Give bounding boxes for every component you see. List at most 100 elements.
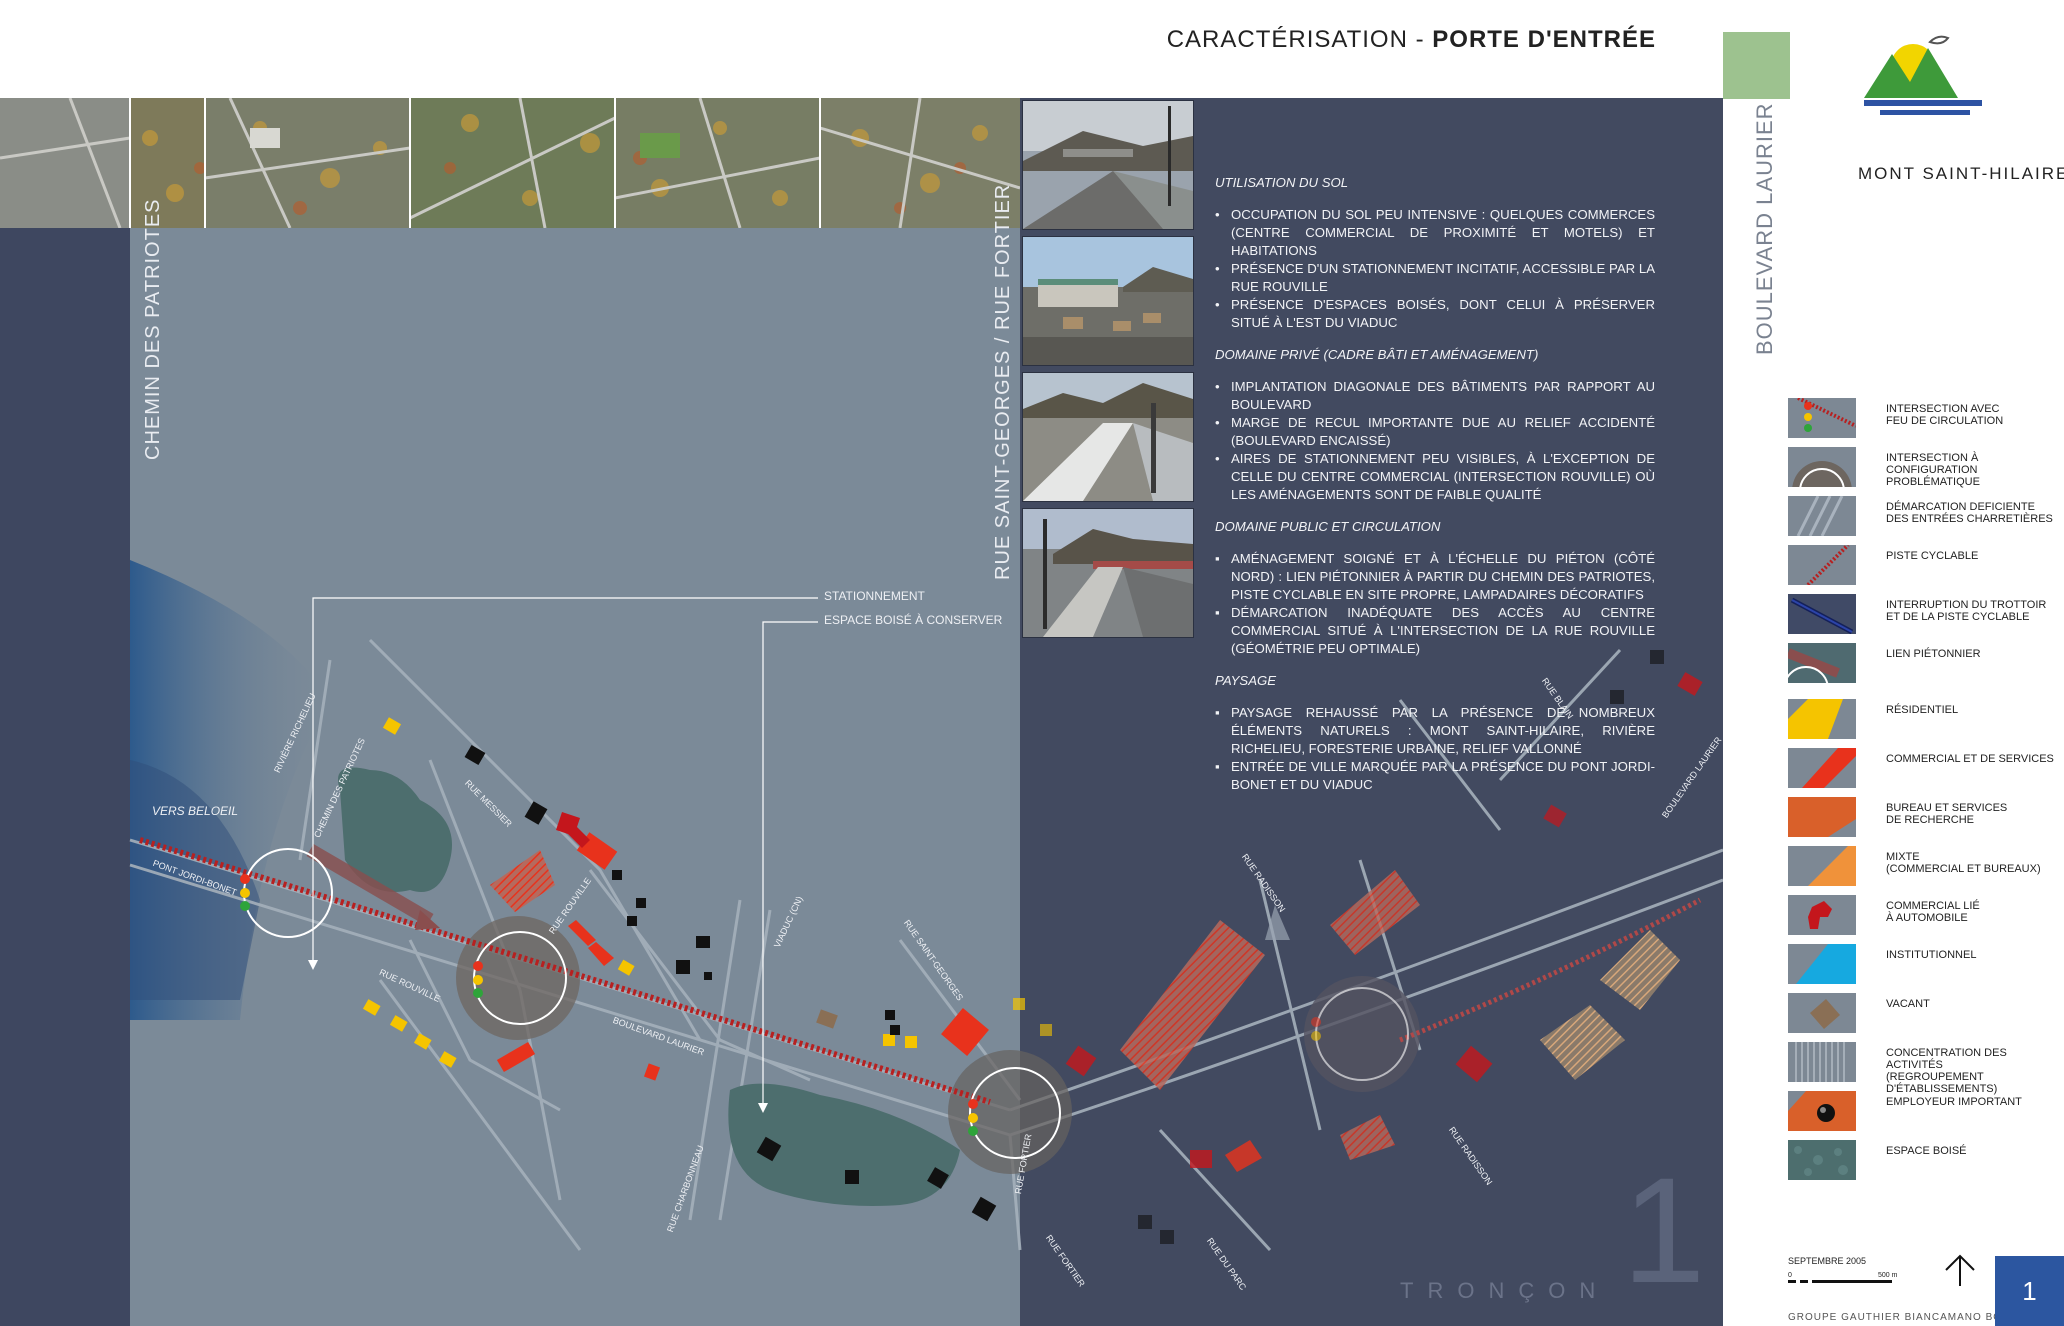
intersection-fortier-problem [948, 1050, 1072, 1174]
legend-item-woods: ESPACE BOISÉ [1788, 1137, 2064, 1183]
title-prefix: CARACTÉRISATION [1166, 26, 1408, 53]
office-swatch [1788, 797, 1856, 837]
map-arrow [1265, 905, 1290, 940]
wooded-areas [338, 767, 960, 1206]
vacant-lots [816, 1009, 838, 1029]
legend-label: ESPACE BOISÉ [1886, 1145, 1967, 1157]
legend-item-pedestrian-link: LIEN PIÉTONNIER [1788, 640, 2064, 686]
scale-bar [1788, 1280, 1892, 1283]
legend-item-vacant: VACANT [1788, 990, 2064, 1036]
concentration-area [1540, 1005, 1625, 1080]
scale-max: 500 m [1878, 1272, 1898, 1279]
legend-label: BUREAU ET SERVICES DE RECHERCHE [1886, 802, 2008, 826]
legend-item-office: BUREAU ET SERVICES DE RECHERCHE [1788, 794, 2064, 840]
list-item: AIRES DE STATIONNEMENT PEU VISIBLES, À L… [1215, 450, 1655, 504]
pedestrian-link [306, 843, 434, 927]
analysis-text: UTILISATION DU SOL OCCUPATION DU SOL PEU… [1215, 160, 1655, 794]
list-item: MARGE DE RECUL IMPORTANTE DUE AU RELIEF … [1215, 414, 1655, 450]
list-item: AMÉNAGEMENT SOIGNÉ ET À L'ÉCHELLE DU PIÉ… [1215, 550, 1655, 604]
page-title: CARACTÉRISATION - PORTE D'ENTRÉE [1100, 26, 1656, 54]
auto-commercial-buildings [556, 672, 1703, 1168]
site-map [129, 560, 1723, 1252]
credits: GROUPE GAUTHIER BIANCAMANO BOLDUC [1788, 1312, 2034, 1323]
traffic-light-icon [968, 1099, 978, 1136]
city-name: MONT SAINT-HILAIRE [1858, 164, 2064, 183]
legend-item-commercial: COMMERCIAL ET DE SERVICES [1788, 745, 2064, 791]
section-heading: PAYSAGE [1215, 673, 1277, 688]
concentration-area [490, 850, 555, 912]
legend-item-concentration: CONCENTRATION DES ACTIVITÉS (REGROUPEMEN… [1788, 1039, 2064, 1095]
traffic-light-icon [1788, 398, 1856, 438]
accent-square [1723, 32, 1790, 99]
legend-item-institutional: INSTITUTIONNEL [1788, 941, 2064, 987]
callout-lines [312, 597, 818, 1108]
legend-label: PISTE CYCLABLE [1886, 550, 1979, 562]
legend-item-problem-intersection: INTERSECTION À CONFIGURATION PROBLÉMATIQ… [1788, 444, 2064, 490]
photo-boulevard [1022, 508, 1194, 638]
problem-intersection-icon [1788, 447, 1856, 487]
north-arrow-icon [1945, 1254, 1975, 1286]
callout-parking: STATIONNEMENT [824, 589, 925, 603]
list-item: IMPLANTATION DIAGONALE DES BÂTIMENTS PAR… [1215, 378, 1655, 414]
section-number: 1 [1622, 1146, 1706, 1314]
callout-woods: ESPACE BOISÉ À CONSERVER [824, 613, 1003, 627]
legend-item-mixed: MIXTE (COMMERCIAL ET BUREAUX) [1788, 843, 2064, 889]
vertical-title: BOULEVARD LAURIER [1752, 102, 1777, 355]
section-list: PAYSAGE REHAUSSÉ PAR LA PRÉSENCE DE NOMB… [1215, 704, 1655, 794]
aerial-photo-strip [0, 98, 1020, 228]
legend-label: CONCENTRATION DES ACTIVITÉS (REGROUPEMEN… [1886, 1047, 2007, 1095]
bike-path-east [1399, 897, 1702, 1043]
legend-item-auto: COMMERCIAL LIÉ À AUTOMOBILE [1788, 892, 2064, 938]
legend-item-interruption: INTERRUPTION DU TROTTOIR ET DE LA PISTE … [1788, 591, 2064, 637]
entrance-demarcation-swatch [1788, 496, 1856, 536]
legend-label: DÉMARCATION DEFICIENTE DES ENTRÉES CHARR… [1886, 501, 2053, 525]
legend-label: EMPLOYEUR IMPORTANT [1886, 1096, 2022, 1108]
interruption-swatch [1788, 594, 1856, 634]
traffic-light-icon [1311, 1017, 1321, 1041]
section-list: IMPLANTATION DIAGONALE DES BÂTIMENTS PAR… [1215, 378, 1655, 504]
river-shadow [130, 760, 260, 1000]
black-buildings [464, 650, 1664, 1244]
photo-shopping-center [1022, 236, 1194, 366]
legend-item-residential: RÉSIDENTIEL [1788, 696, 2064, 742]
list-item: DÉMARCATION INADÉQUATE DES ACCÈS AU CENT… [1215, 604, 1655, 658]
photo-sidewalk-winter [1022, 372, 1194, 502]
traffic-light-icon [473, 961, 483, 998]
legend-label: INTERRUPTION DU TROTTOIR ET DE LA PISTE … [1886, 599, 2047, 623]
page-number: 1 [1995, 1256, 2064, 1326]
concentration-area [1330, 870, 1420, 955]
legend-label: LIEN PIÉTONNIER [1886, 648, 1981, 660]
concentration-area [1600, 930, 1680, 1010]
title-separator: - [1407, 26, 1433, 53]
legend-item-entrance-demarcation: DÉMARCATION DEFICIENTE DES ENTRÉES CHARR… [1788, 493, 2064, 539]
label-saint-georges-fortier: RUE SAINT-GEORGES / RUE FORTIER [992, 183, 1014, 580]
legend-label: INTERSECTION À CONFIGURATION PROBLÉMATIQ… [1886, 452, 1980, 488]
woods-swatch [1788, 1140, 1856, 1180]
section-heading: DOMAINE PRIVÉ (CADRE BÂTI ET AMÉNAGEMENT… [1215, 347, 1539, 362]
concentration-swatch [1788, 1042, 1856, 1082]
traffic-light-icon [240, 874, 250, 911]
legend-label: INTERSECTION AVEC FEU DE CIRCULATION [1886, 403, 2004, 427]
institutional-swatch [1788, 944, 1856, 984]
list-item: OCCUPATION DU SOL PEU INTENSIVE : QUELQU… [1215, 206, 1655, 260]
commercial-swatch [1788, 748, 1856, 788]
residential-buildings [362, 717, 1052, 1068]
legend-label: RÉSIDENTIEL [1886, 704, 1959, 716]
photo-viaduct [1022, 100, 1194, 230]
employer-swatch [1788, 1091, 1856, 1131]
left-strip [0, 228, 130, 1326]
concentration-area [1340, 1115, 1395, 1160]
legend-label: MIXTE (COMMERCIAL ET BUREAUX) [1886, 851, 2041, 875]
list-item: PRÉSENCE D'ESPACES BOISÉS, DONT CELUI À … [1215, 296, 1655, 332]
list-item: PAYSAGE REHAUSSÉ PAR LA PRÉSENCE DE NOMB… [1215, 704, 1655, 758]
label-vers-beloeil: VERS BELOEIL [152, 804, 239, 818]
section-list: OCCUPATION DU SOL PEU INTENSIVE : QUELQU… [1215, 206, 1655, 332]
auto-swatch [1788, 895, 1856, 935]
institutional-hint [1225, 1140, 1262, 1172]
legend-item-bike-path: PISTE CYCLABLE [1788, 542, 2064, 588]
list-item: PRÉSENCE D'UN STATIONNEMENT INCITATIF, A… [1215, 260, 1655, 296]
section-list: AMÉNAGEMENT SOIGNÉ ET À L'ÉCHELLE DU PIÉ… [1215, 550, 1655, 658]
troncon-label: TRONÇON [1400, 1278, 1610, 1303]
section-heading: DOMAINE PUBLIC ET CIRCULATION [1215, 519, 1441, 534]
scale-zero: 0 [1788, 1272, 1792, 1279]
